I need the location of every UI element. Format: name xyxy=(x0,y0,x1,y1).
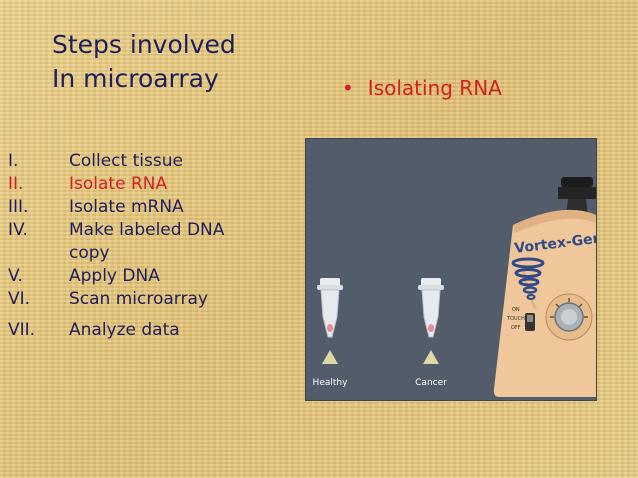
step-item: V. Apply DNA xyxy=(8,265,259,288)
bullet-text: Isolating RNA xyxy=(367,76,502,100)
step-label: Collect tissue xyxy=(69,151,183,171)
title-line-1: Steps involved xyxy=(52,30,236,59)
tube-cancer xyxy=(418,278,444,338)
step-label: Isolate RNA xyxy=(69,174,168,194)
step-number: III. xyxy=(8,197,29,217)
step-number: VI. xyxy=(8,289,31,309)
bullet-point: • Isolating RNA xyxy=(342,76,502,100)
step-number: I. xyxy=(8,151,19,171)
healthy-marker-icon xyxy=(322,350,338,364)
slide-title: Steps involved In microarray xyxy=(52,28,236,96)
step-number: II. xyxy=(8,174,24,194)
step-label: Analyze data xyxy=(69,320,180,340)
step-number: V. xyxy=(8,266,23,286)
step-item: VII. Analyze data xyxy=(8,319,259,342)
cancer-marker-icon xyxy=(423,350,439,364)
title-line-2: In microarray xyxy=(52,64,219,93)
tornado-icon xyxy=(511,257,545,300)
step-label: Scan microarray xyxy=(69,289,208,309)
tube-cancer-label: Cancer xyxy=(415,378,447,388)
vortex-illustration: Vortex-Genie ON TOUCH OFF Healthy Cancer xyxy=(305,138,597,401)
bullet-icon: • xyxy=(342,76,354,100)
step-item-active: II. Isolate RNA xyxy=(8,173,259,196)
vortex-device xyxy=(493,177,596,397)
switch-on-label: ON xyxy=(512,307,520,313)
step-item: VI. Scan microarray xyxy=(8,288,259,311)
step-number: IV. xyxy=(8,220,28,240)
step-label: Isolate mRNA xyxy=(69,197,184,217)
switch-off-label: OFF xyxy=(511,325,521,331)
step-item: I. Collect tissue xyxy=(8,150,259,173)
speed-dial xyxy=(545,293,593,341)
tube-healthy xyxy=(317,278,343,338)
tube-healthy-label: Healthy xyxy=(313,378,349,388)
steps-list: I. Collect tissue II. Isolate RNA III. Isol… xyxy=(8,150,259,342)
step-label: Apply DNA xyxy=(69,266,160,286)
step-item: III. Isolate mRNA xyxy=(8,196,259,219)
switch-touch-label: TOUCH xyxy=(506,316,525,322)
step-number: VII. xyxy=(8,320,36,340)
step-item: IV. Make labeled DNA copy xyxy=(8,219,259,265)
vortex-scene: Vortex-Genie ON TOUCH OFF Healthy Cancer xyxy=(313,177,596,397)
step-label: Make labeled DNA copy xyxy=(69,220,225,263)
